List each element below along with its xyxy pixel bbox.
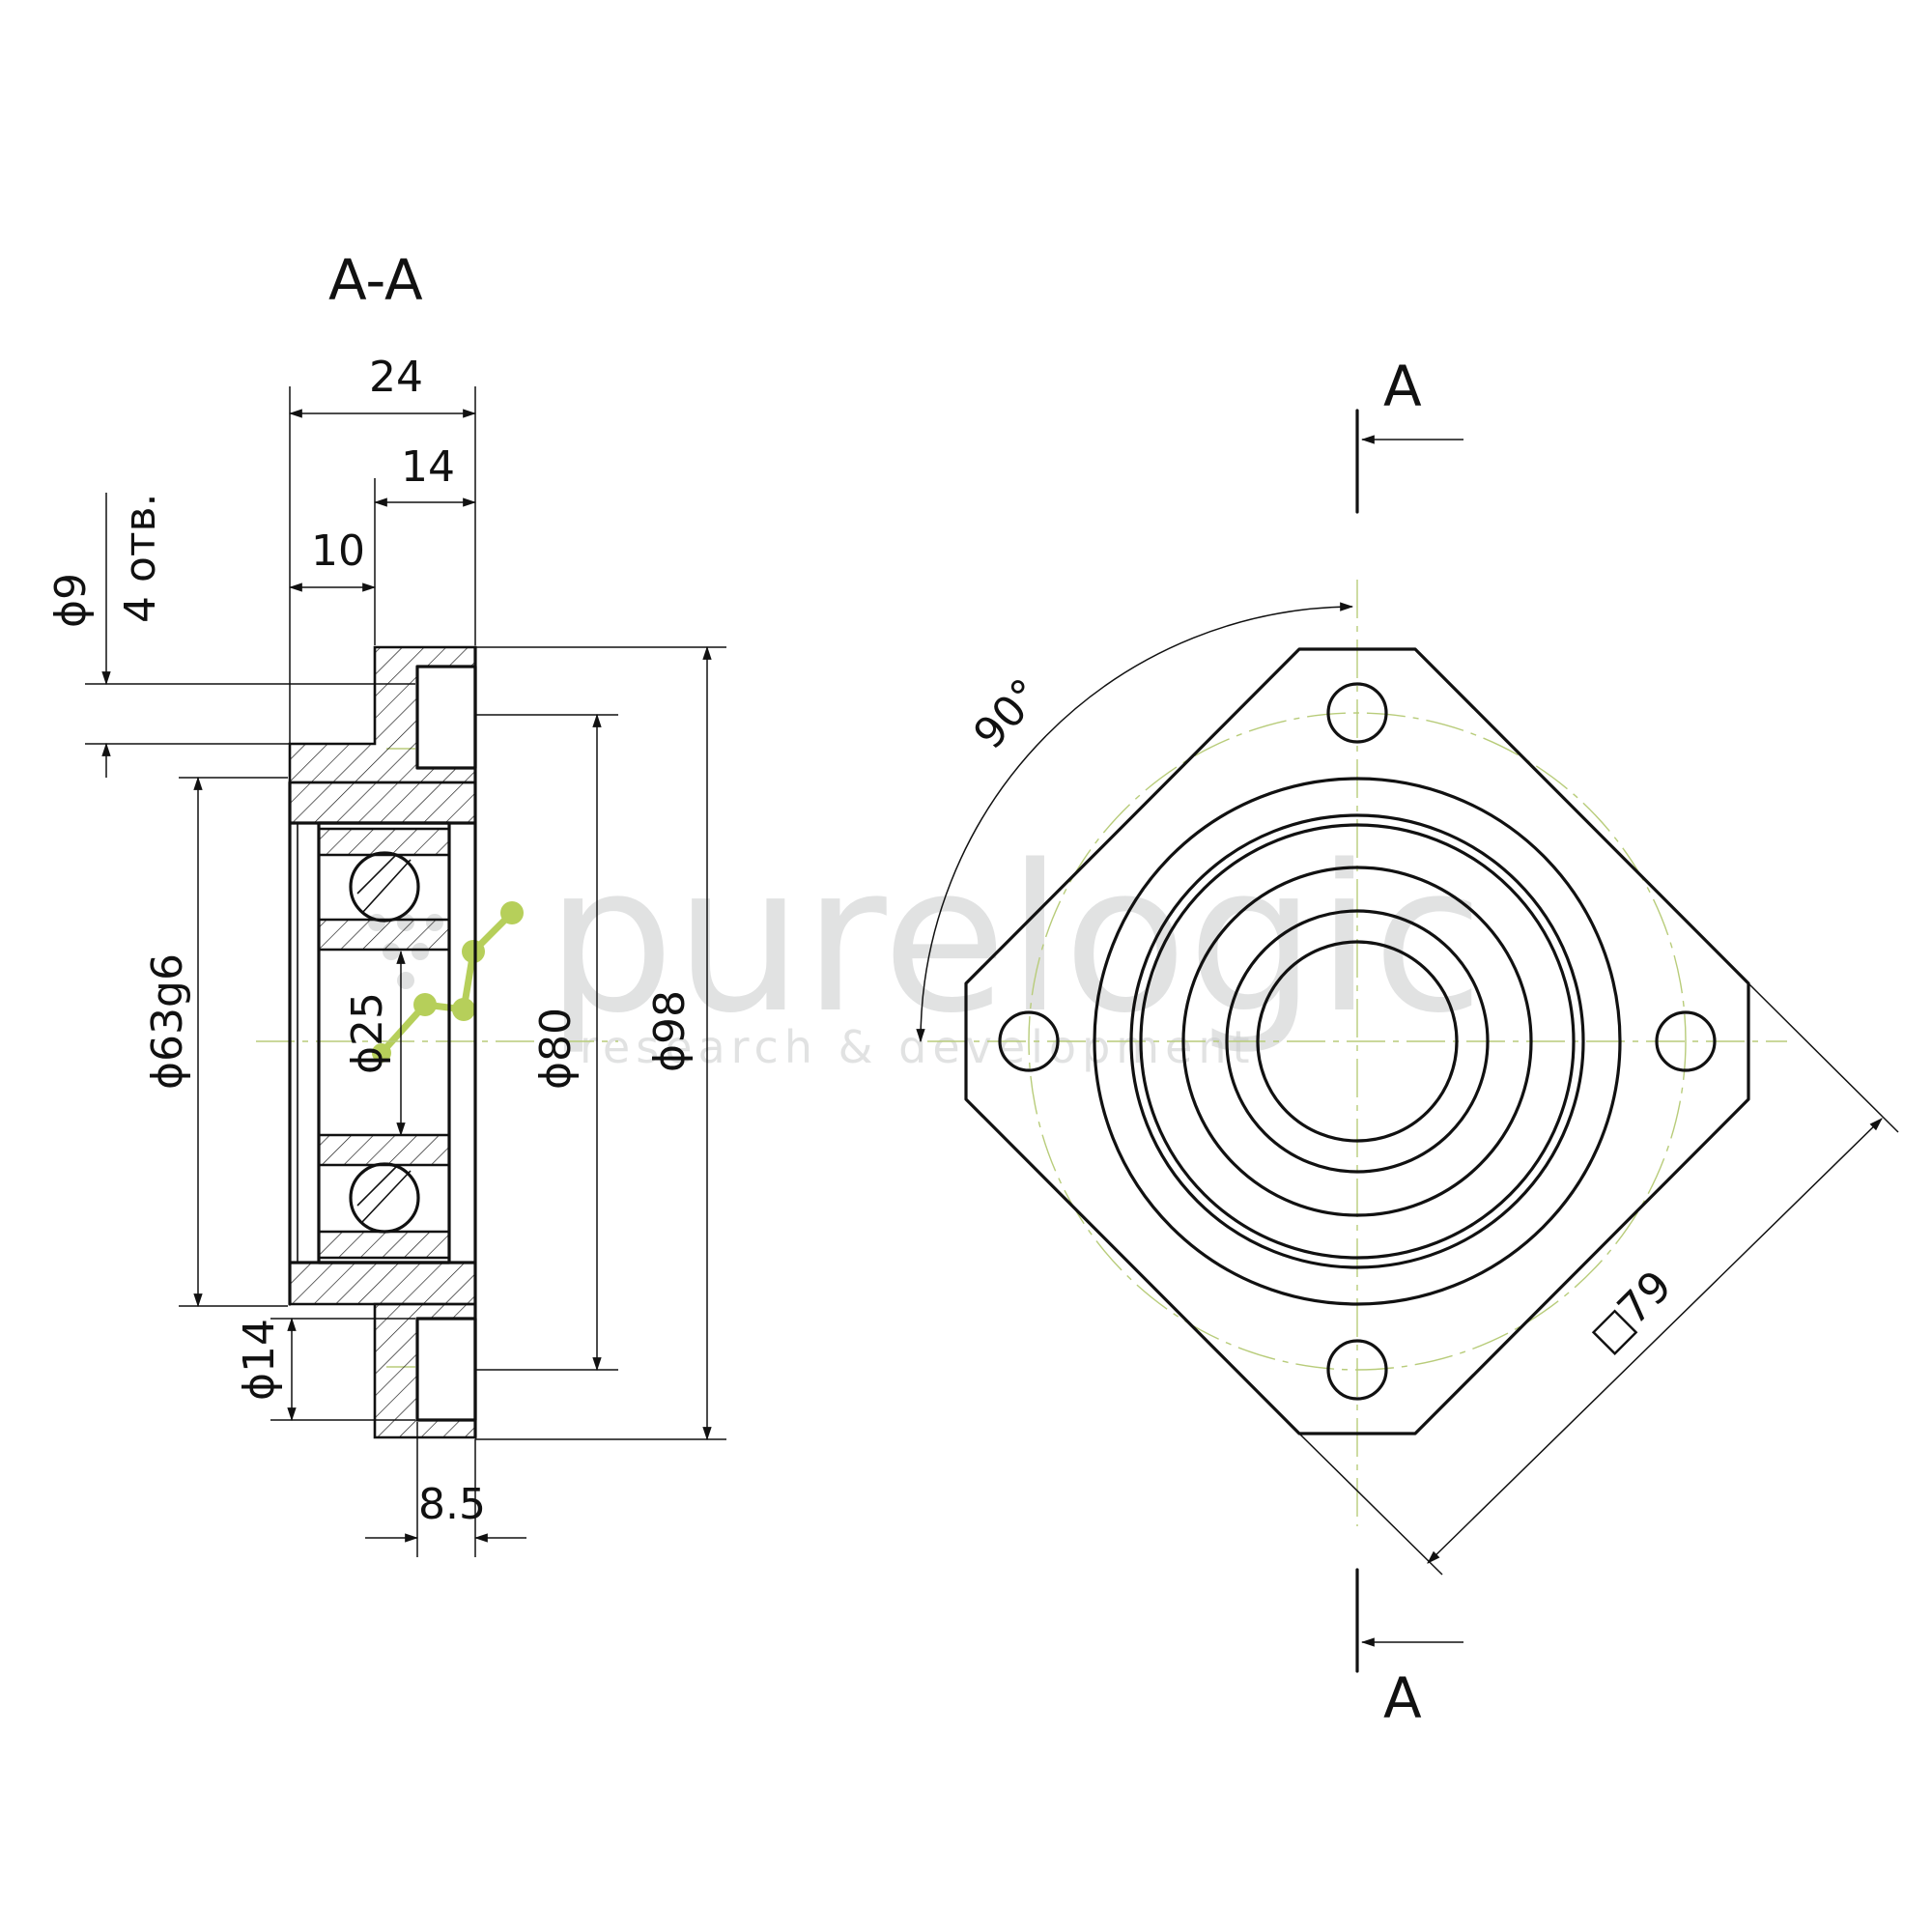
flange-section-lower (373, 1302, 477, 1439)
dim-4-holes: 4 отв. (116, 494, 165, 623)
hole-bottom (415, 1317, 477, 1422)
dim-phi80: ϕ80 (531, 1008, 581, 1090)
dim-14: 14 (401, 442, 455, 492)
square-dimension-line (1427, 1118, 1883, 1564)
dim-phi63g6: ϕ63g6 (143, 953, 192, 1090)
housing-outline (288, 645, 477, 1439)
section-mark-top: A (1383, 354, 1422, 419)
bolt-hole-right (1655, 1010, 1717, 1072)
dim-8-5: 8.5 (418, 1480, 486, 1529)
housing-section-upper (288, 781, 477, 825)
dim-10: 10 (311, 526, 365, 576)
dim-square-79: □ 79 (1581, 1262, 1682, 1362)
dim-phi9: ϕ9 (46, 573, 96, 628)
hole-top (415, 665, 477, 770)
angle-dimension-arc (916, 602, 1354, 1043)
dim-phi25: ϕ25 (343, 992, 392, 1074)
housing-section-lower (288, 1261, 477, 1306)
section-mark-bottom: A (1383, 1665, 1422, 1731)
dim-phi14: ϕ14 (235, 1319, 284, 1401)
section-title: A-A (328, 247, 423, 313)
dim-24: 24 (369, 353, 423, 402)
ball-top (349, 851, 420, 923)
watermark-logo-icon (368, 901, 524, 1063)
angle-90: 90° (964, 669, 1051, 758)
section-view: A-A (46, 247, 726, 1557)
bolt-hole-bottom (1326, 1339, 1388, 1401)
ball-bottom (349, 1162, 420, 1234)
dim-phi98: ϕ98 (645, 990, 695, 1072)
bearing-section (317, 821, 451, 1264)
